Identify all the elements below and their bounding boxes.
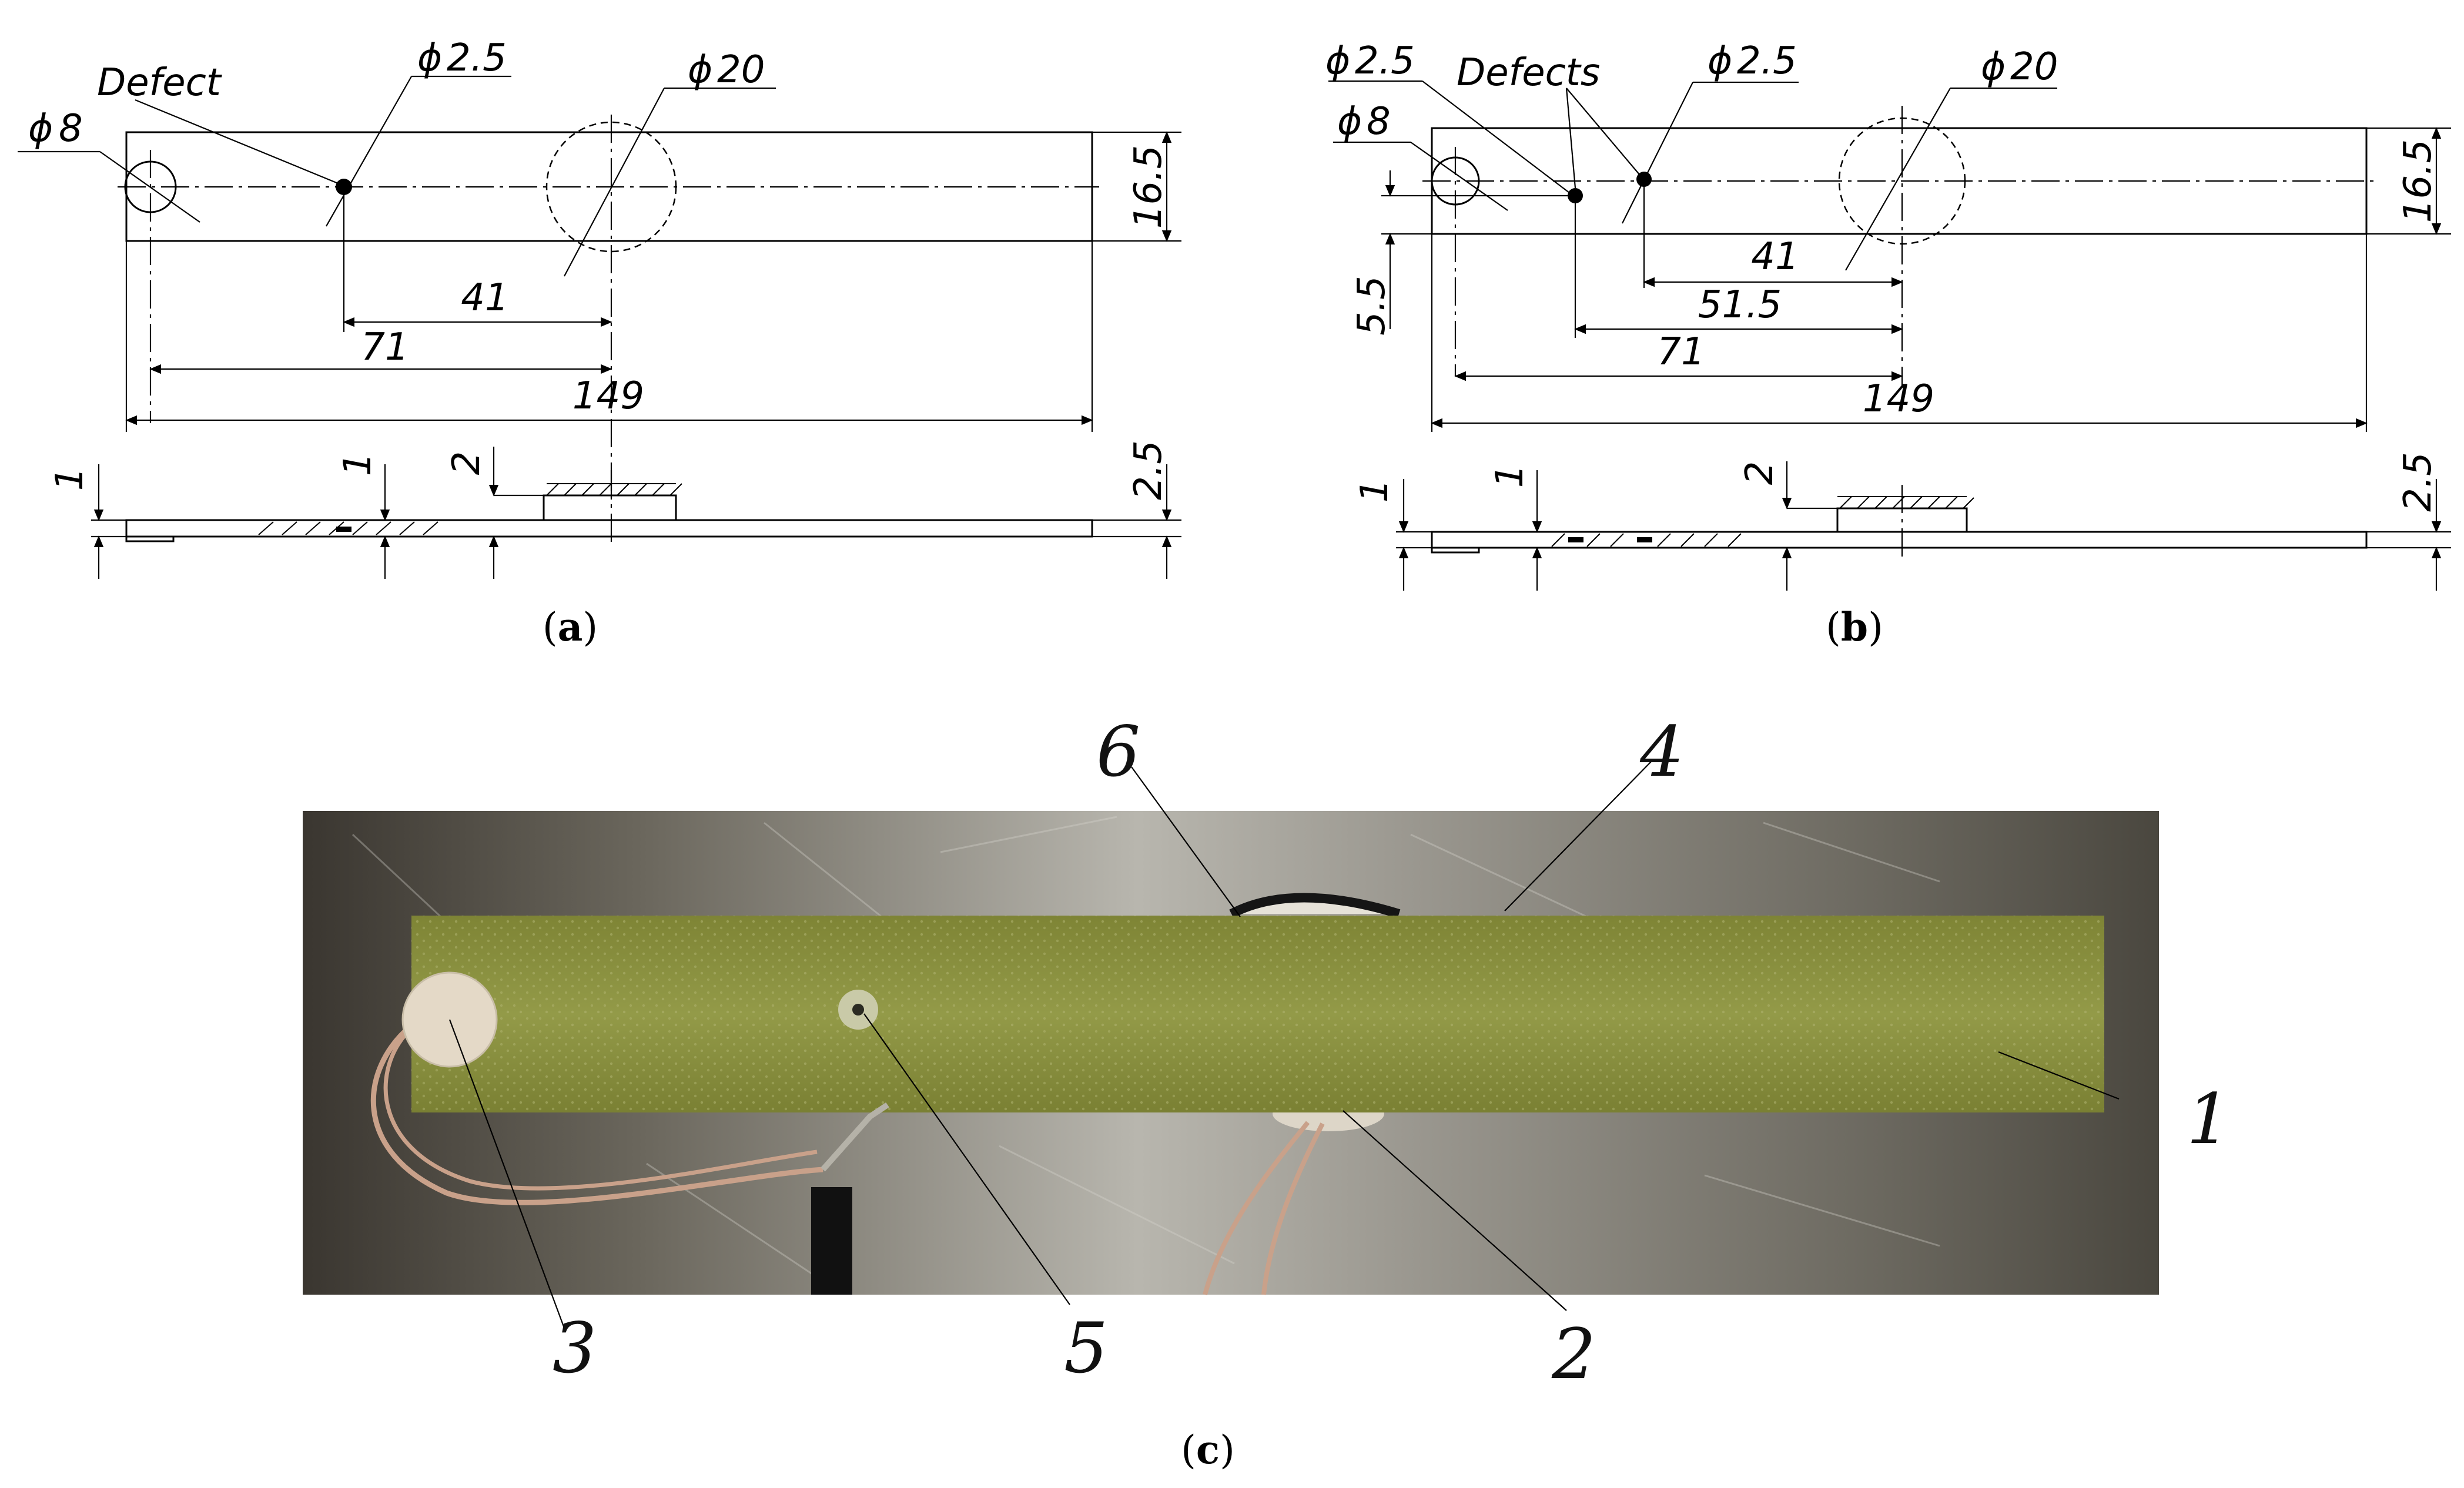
defect-insert-2: [1637, 537, 1652, 542]
diameter-defect-1-symbol: ϕ: [1325, 39, 1350, 83]
caption-c: (c): [1181, 1427, 1235, 1473]
sensor-diameter-symbol: ϕ: [1981, 45, 2006, 89]
hole-diameter-value: 8: [59, 107, 83, 150]
defect-insert-1: [1568, 537, 1583, 542]
side-thickness-left: 1: [48, 467, 92, 491]
hole-diameter-value: 8: [1367, 100, 1391, 143]
panel-b-side-view: 1 1 2 2.5: [1353, 452, 2451, 591]
sensor-diameter-value: 20: [2010, 45, 2058, 89]
caption-b: (b): [1826, 604, 1883, 650]
defect-diameter-symbol: ϕ: [417, 36, 442, 80]
callout-1: 1: [2187, 1078, 2231, 1159]
dimension-41: 41: [461, 276, 508, 320]
side-sensor-thickness: 2: [445, 451, 488, 475]
diameter-defect-2-symbol: ϕ: [1708, 39, 1732, 83]
caption-a: (a): [543, 604, 598, 650]
panel-a-plan-view: Defect ϕ 8 ϕ 2.5 ϕ 20 16.5 41 71 149: [18, 36, 1181, 500]
length-dimension: 149: [1863, 377, 1934, 421]
callout-3: 3: [553, 1308, 597, 1389]
side-depth: 1: [336, 453, 380, 477]
panel-c-photo: [303, 760, 2159, 1329]
dimension-41: 41: [1751, 235, 1799, 279]
dimension-71: 71: [361, 326, 409, 369]
sensor-wires-left: [370, 1023, 823, 1205]
callout-5: 5: [1064, 1308, 1108, 1389]
sensor-diameter-symbol: ϕ: [688, 48, 712, 92]
callout-2: 2: [1551, 1313, 1596, 1395]
sensor-block: [543, 494, 677, 521]
offset-dimension: 5.5: [1350, 276, 1394, 336]
callout-6: 6: [1096, 711, 1140, 792]
panel-a-side-view: 1 1 2 2.5: [48, 440, 1181, 579]
side-depth: 1: [1488, 464, 1532, 488]
hole-diameter-symbol: ϕ: [28, 107, 53, 150]
defect-point: [336, 179, 352, 195]
defect-diameter-value: 2.5: [447, 36, 507, 80]
diameter-defect-1-value: 2.5: [1355, 39, 1415, 83]
dimension-51-5: 51.5: [1698, 283, 1782, 327]
width-dimension: 16.5: [2396, 139, 2440, 223]
side-sensor-thickness: 2: [1738, 461, 1782, 485]
width-dimension: 16.5: [1127, 145, 1170, 229]
diameter-defect-2-value: 2.5: [1737, 39, 1797, 83]
length-dimension: 149: [573, 374, 644, 418]
sensor-diameter-value: 20: [717, 48, 765, 92]
side-total-thickness: 2.5: [2396, 452, 2440, 512]
panel-b-plan-view: ϕ 2.5 Defects ϕ 2.5 ϕ 20 ϕ 8 16.5 5.5 41…: [1325, 39, 2451, 432]
side-total-thickness: 2.5: [1127, 440, 1170, 500]
dimension-71: 71: [1657, 330, 1705, 374]
sensor-circle: [545, 121, 677, 253]
defect-label: Defect: [97, 61, 223, 105]
side-thickness-left: 1: [1353, 479, 1397, 503]
callout-4: 4: [1639, 711, 1684, 792]
cable: [811, 1187, 852, 1295]
top-sensor-edge: [1229, 893, 1401, 919]
hole-diameter-symbol: ϕ: [1337, 100, 1362, 143]
defects-label: Defects: [1457, 51, 1600, 95]
defect-insert: [336, 527, 351, 532]
sensor-wires-bottom: [1203, 1121, 1310, 1296]
